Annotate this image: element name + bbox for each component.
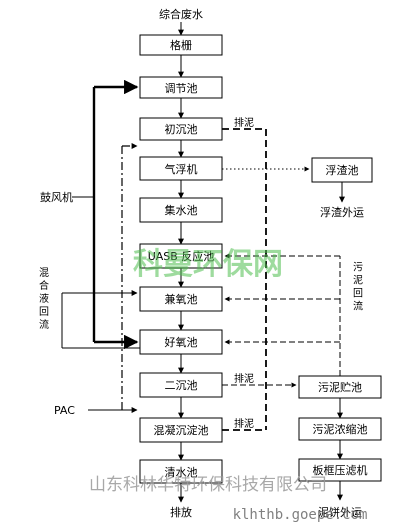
watermark-brand: 科曼环保网 — [133, 247, 283, 282]
svg-text:气浮机: 气浮机 — [165, 162, 198, 176]
svg-text:浮渣池: 浮渣池 — [326, 163, 359, 177]
mixed-liquor-return-lines — [61, 290, 140, 349]
svg-text:污泥贮池: 污泥贮池 — [318, 381, 362, 394]
svg-text:集水池: 集水池 — [165, 203, 198, 217]
svg-text:混合液回流: 混合液回流 — [39, 267, 49, 331]
svg-text:初沉池: 初沉池 — [165, 122, 198, 136]
watermark-company: 山东科林华特环保科技有限公司 — [89, 475, 327, 495]
node-primary-settling-tank: 初沉池 — [139, 117, 223, 141]
sludge-return-lines — [224, 253, 341, 376]
svg-text:污泥回流: 污泥回流 — [353, 262, 363, 313]
node-anaerobic-tank: 兼氧池 — [139, 286, 223, 312]
pac-label: PAC — [54, 404, 75, 417]
node-sludge-storage-tank: 污泥贮池 — [298, 375, 382, 399]
sludge-discharge-label-1: 排泥 — [234, 116, 254, 129]
svg-text:兼氧池: 兼氧池 — [165, 292, 198, 306]
node-clear-water-tank: 清水池 — [139, 459, 223, 484]
svg-text:清水池: 清水池 — [165, 466, 198, 479]
svg-text:混凝沉淀池: 混凝沉淀池 — [154, 423, 209, 437]
input-label: 综合废水 — [159, 7, 203, 21]
node-air-flotation: 气浮机 — [139, 156, 223, 181]
sludge-discharge-lines — [222, 128, 297, 431]
pac-dosing-lines — [88, 143, 138, 413]
blower-label: 鼓风机 — [40, 190, 73, 204]
node-filter-press: 板框压滤机 — [298, 458, 382, 482]
node-collection-tank: 集水池 — [139, 197, 223, 223]
svg-text:板框压滤机: 板框压滤机 — [313, 463, 368, 477]
sludge-return-label: 污泥回流 — [353, 262, 363, 313]
watermark-url: klhthb.goepe.com — [233, 507, 368, 523]
discharge-label: 排放 — [170, 505, 192, 519]
node-coagulation-tank: 混凝沉淀池 — [139, 417, 223, 443]
svg-text:UASB 反应池: UASB 反应池 — [148, 249, 215, 263]
svg-text:污泥浓缩池: 污泥浓缩池 — [313, 423, 368, 436]
node-secondary-settling-tank: 二沉池 — [139, 372, 223, 398]
cake-out-label: 泥饼外运 — [318, 505, 362, 519]
node-sludge-thickening-tank: 污泥浓缩池 — [298, 417, 382, 441]
sludge-discharge-label-3: 排泥 — [234, 417, 254, 430]
node-scum-tank: 浮渣池 — [311, 157, 373, 183]
svg-text:二沉池: 二沉池 — [165, 379, 198, 392]
node-grille: 格栅 — [139, 34, 223, 56]
sludge-discharge-label-2: 排泥 — [234, 372, 254, 385]
node-aerobic-tank: 好氧池 — [139, 329, 223, 355]
blower-lines — [72, 79, 139, 350]
svg-text:格栅: 格栅 — [170, 38, 192, 52]
svg-text:调节池: 调节池 — [165, 82, 198, 95]
node-regulating-tank: 调节池 — [139, 76, 223, 99]
svg-text:好氧池: 好氧池 — [165, 335, 198, 349]
node-uasb-reactor: UASB 反应池 — [139, 243, 223, 269]
mixed-liquor-return-label: 混合液回流 — [39, 267, 49, 331]
scum-out-label: 浮渣外运 — [320, 205, 364, 219]
